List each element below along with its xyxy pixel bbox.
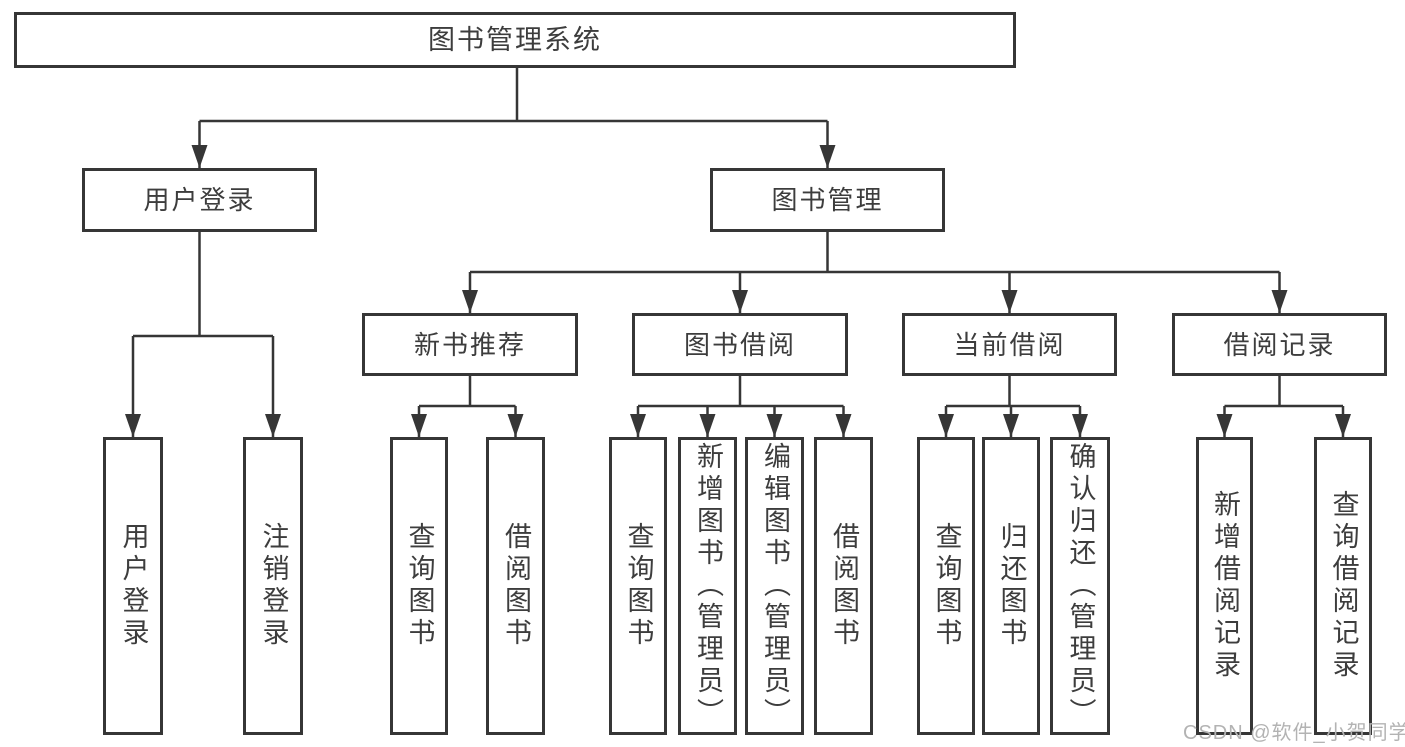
node-user-login-branch: 用户登录 xyxy=(82,168,317,232)
node-current-confirm-return-admin: 确认归还（管理员） xyxy=(1050,437,1110,735)
node-label: 借阅图书 xyxy=(829,522,859,650)
node-recommend-borrow-books: 借阅图书 xyxy=(486,437,545,735)
node-book-management: 图书管理 xyxy=(710,168,945,232)
node-label: 新书推荐 xyxy=(413,329,526,360)
arrowhead-icons xyxy=(125,145,1351,437)
node-label: 查询图书 xyxy=(931,522,962,650)
node-borrow-borrow-books: 借阅图书 xyxy=(814,437,873,735)
node-label: 查询借阅记录 xyxy=(1328,490,1359,682)
node-user-login-leaf: 用户登录 xyxy=(103,437,163,735)
node-borrow-records: 借阅记录 xyxy=(1172,313,1387,376)
node-label: 编辑图书（管理员） xyxy=(760,442,790,730)
node-borrow-add-books-admin: 新增图书（管理员） xyxy=(678,437,737,735)
node-label: 新增图书（管理员） xyxy=(693,442,723,730)
node-label: 借阅记录 xyxy=(1223,329,1336,360)
node-current-query-books: 查询图书 xyxy=(917,437,975,735)
node-borrow-query-books: 查询图书 xyxy=(609,437,667,735)
node-label: 注销登录 xyxy=(258,522,289,650)
node-label: 查询图书 xyxy=(404,522,435,650)
node-logout-leaf: 注销登录 xyxy=(243,437,303,735)
node-label: 用户登录 xyxy=(143,185,256,215)
node-current-borrow: 当前借阅 xyxy=(902,313,1117,376)
node-records-query-record: 查询借阅记录 xyxy=(1314,437,1372,735)
node-label: 归还图书 xyxy=(996,522,1027,650)
node-label: 新增借阅记录 xyxy=(1210,490,1240,682)
node-label: 图书管理系统 xyxy=(428,24,602,55)
node-label: 借阅图书 xyxy=(501,522,531,650)
node-label: 图书借阅 xyxy=(683,329,796,360)
node-label: 当前借阅 xyxy=(953,329,1066,360)
node-label: 查询图书 xyxy=(623,522,654,650)
node-current-return-books: 归还图书 xyxy=(982,437,1040,735)
node-label: 确认归还（管理员） xyxy=(1065,442,1096,730)
node-label: 图书管理 xyxy=(771,185,884,215)
csdn-watermark: CSDN @软件_小贺同学 xyxy=(1183,722,1405,744)
node-records-add-record: 新增借阅记录 xyxy=(1196,437,1253,735)
node-book-borrow: 图书借阅 xyxy=(632,313,848,376)
node-borrow-edit-books-admin: 编辑图书（管理员） xyxy=(745,437,804,735)
connector-paths xyxy=(131,68,1345,437)
node-label: 用户登录 xyxy=(118,522,149,650)
node-system-root: 图书管理系统 xyxy=(14,12,1016,68)
node-new-book-recommend: 新书推荐 xyxy=(362,313,578,376)
node-recommend-query-books: 查询图书 xyxy=(390,437,448,735)
